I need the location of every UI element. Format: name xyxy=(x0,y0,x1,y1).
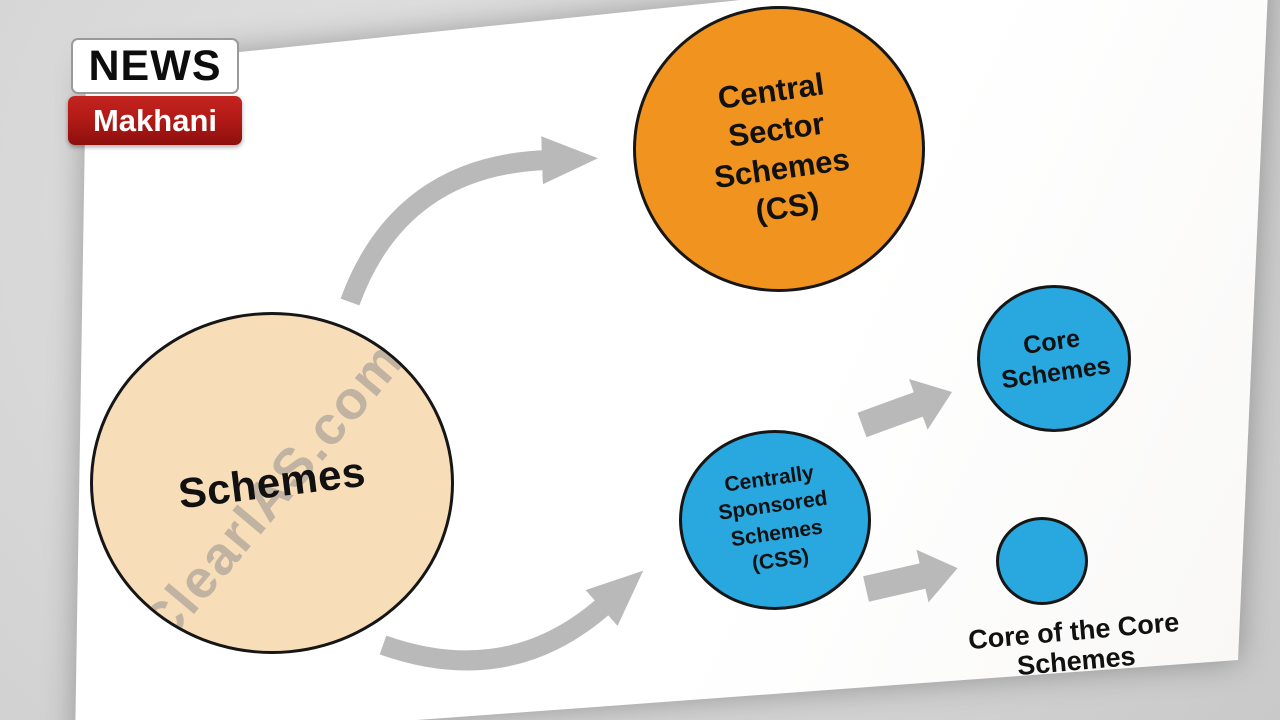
schemes-node: ClearIAS.com Schemes xyxy=(90,312,454,654)
central-sector-label: Central Sector Schemes (CS) xyxy=(701,62,858,236)
central-sector-node: Central Sector Schemes (CS) xyxy=(633,6,925,292)
logo-news-text: NEWS xyxy=(71,38,239,94)
logo-makhani-text: Makhani xyxy=(68,96,242,145)
news-makhani-logo: NEWS Makhani xyxy=(68,38,242,145)
core-schemes-label: Core Schemes xyxy=(995,320,1113,397)
core-of-core-node xyxy=(996,517,1088,605)
centrally-sponsored-label: Centrally Sponsored Schemes (CSS) xyxy=(713,458,837,581)
centrally-sponsored-node: Centrally Sponsored Schemes (CSS) xyxy=(679,430,871,610)
core-schemes-node: Core Schemes xyxy=(977,285,1131,432)
